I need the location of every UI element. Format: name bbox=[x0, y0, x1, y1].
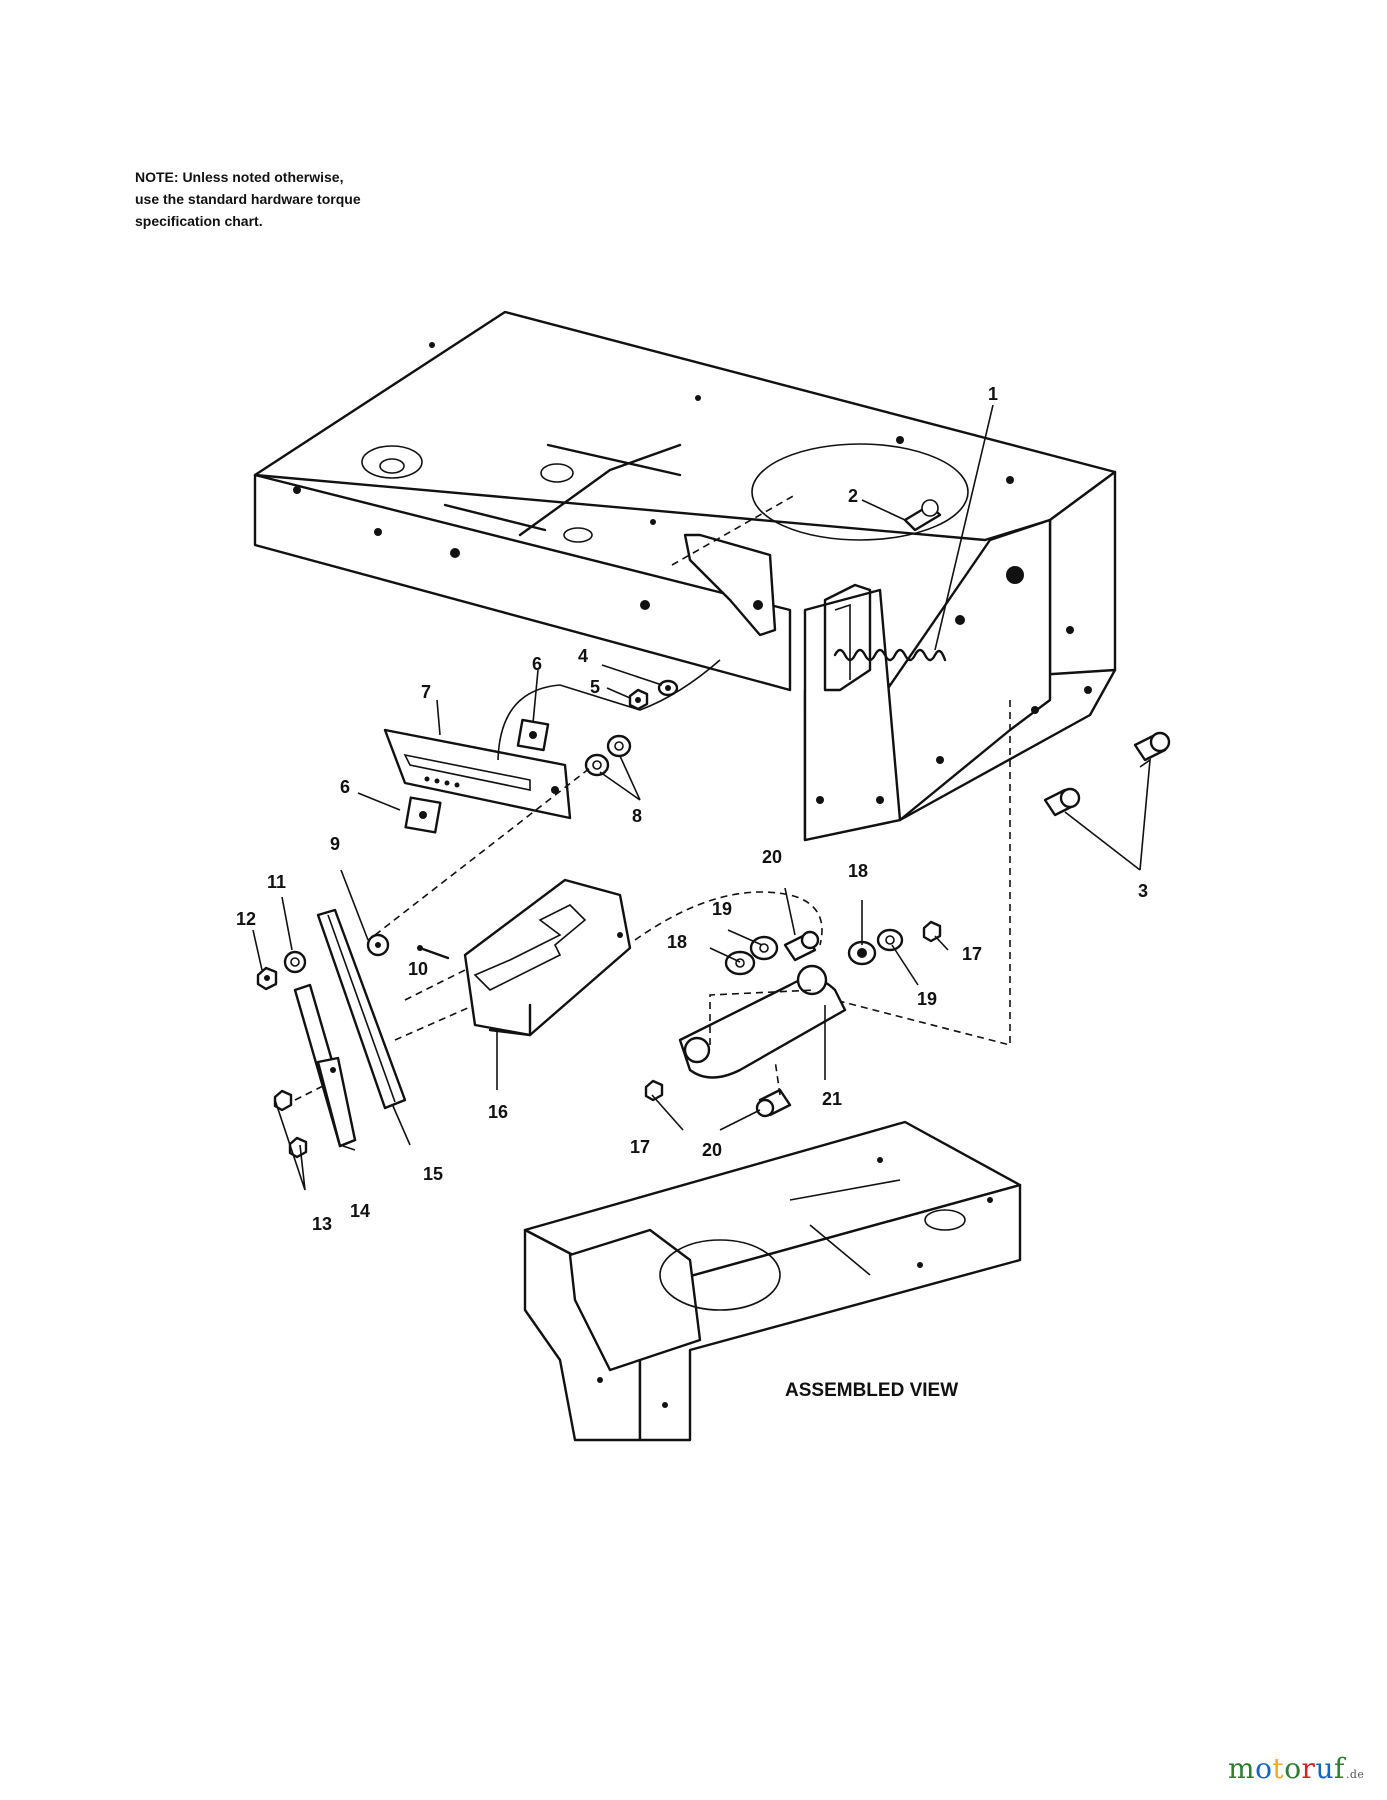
callout-5: 5 bbox=[590, 677, 600, 697]
callout-13: 13 bbox=[312, 1214, 332, 1234]
callout-11: 11 bbox=[267, 872, 286, 892]
callout-12: 12 bbox=[236, 909, 256, 929]
callout-6-lower: 6 bbox=[340, 777, 350, 797]
part-19-washer-left bbox=[749, 935, 779, 961]
callout-1: 1 bbox=[988, 384, 998, 404]
callout-7: 7 bbox=[421, 682, 431, 702]
watermark-logo: motoruf.de bbox=[1228, 1752, 1364, 1785]
part-11-washer bbox=[283, 950, 307, 974]
note-line-2: use the standard hardware torque bbox=[135, 191, 361, 207]
callout-6-upper: 6 bbox=[532, 654, 542, 674]
callout-8: 8 bbox=[632, 806, 642, 826]
part-13-nuts bbox=[273, 1089, 308, 1159]
part-18-washer-left bbox=[724, 950, 756, 976]
torque-note: NOTE: Unless noted otherwise, use the st… bbox=[135, 166, 455, 232]
callout-19-right: 19 bbox=[917, 989, 937, 1009]
assembled-view-frame bbox=[523, 1120, 1022, 1442]
callout-17-lower: 17 bbox=[630, 1137, 650, 1157]
leader-lines bbox=[252, 404, 1151, 1191]
part-6-clip-nut-lower bbox=[404, 796, 442, 834]
watermark-letter: u bbox=[1315, 1752, 1334, 1785]
callout-20-lower: 20 bbox=[702, 1140, 722, 1160]
part-20-bolt-upper bbox=[783, 930, 820, 962]
callout-15: 15 bbox=[423, 1164, 443, 1184]
callout-18-left: 18 bbox=[667, 932, 687, 952]
callout-9: 9 bbox=[330, 834, 340, 854]
assembled-view-label: ASSEMBLED VIEW bbox=[785, 1380, 959, 1401]
callout-19-left: 19 bbox=[712, 899, 732, 919]
callout-16: 16 bbox=[488, 1102, 508, 1122]
callout-21: 21 bbox=[822, 1089, 842, 1109]
watermark-letter: m bbox=[1228, 1752, 1256, 1785]
part-4-washer bbox=[657, 679, 679, 697]
watermark-letter: f bbox=[1333, 1752, 1345, 1785]
part-14-slide bbox=[293, 983, 357, 1148]
callout-18-right: 18 bbox=[848, 861, 868, 881]
part-15-rail bbox=[316, 908, 407, 1110]
part-6-clip-nut-upper bbox=[516, 718, 550, 752]
main-frame bbox=[253, 310, 1117, 1047]
part-10-pin bbox=[417, 945, 450, 960]
note-line-1: NOTE: Unless noted otherwise, bbox=[135, 169, 344, 185]
callout-2: 2 bbox=[848, 486, 858, 506]
part-2-bolt bbox=[903, 499, 942, 532]
callout-10: 10 bbox=[408, 959, 428, 979]
callout-4: 4 bbox=[578, 646, 588, 666]
part-18-washer-right bbox=[847, 940, 877, 966]
callouts: 1 2 3 4 5 6 6 7 8 9 10 11 12 13 14 15 16… bbox=[236, 384, 1148, 1234]
callout-20-upper: 20 bbox=[762, 847, 782, 867]
part-12-nut bbox=[256, 966, 278, 991]
note-line-3: specification chart. bbox=[135, 213, 263, 229]
part-16-bracket bbox=[463, 878, 632, 1037]
callout-17-right: 17 bbox=[962, 944, 982, 964]
part-17-nut-lower bbox=[644, 1079, 664, 1102]
part-9-bushing bbox=[366, 933, 390, 957]
watermark-letter: o bbox=[1255, 1752, 1273, 1785]
part-8-washers bbox=[584, 734, 632, 777]
watermark-suffix: .de bbox=[1345, 1768, 1365, 1781]
callout-3: 3 bbox=[1138, 881, 1148, 901]
part-21-lever bbox=[678, 964, 847, 1079]
watermark-letter: t bbox=[1272, 1752, 1285, 1785]
callout-14: 14 bbox=[350, 1201, 370, 1221]
watermark-letter: o bbox=[1284, 1752, 1302, 1785]
part-5-nut bbox=[628, 688, 649, 711]
part-3-bolts bbox=[1043, 731, 1171, 817]
part-7-plate bbox=[383, 728, 572, 820]
part-20-bolt-lower bbox=[755, 1059, 792, 1118]
watermark-letter: r bbox=[1301, 1752, 1316, 1785]
part-19-washer-right bbox=[876, 928, 904, 952]
